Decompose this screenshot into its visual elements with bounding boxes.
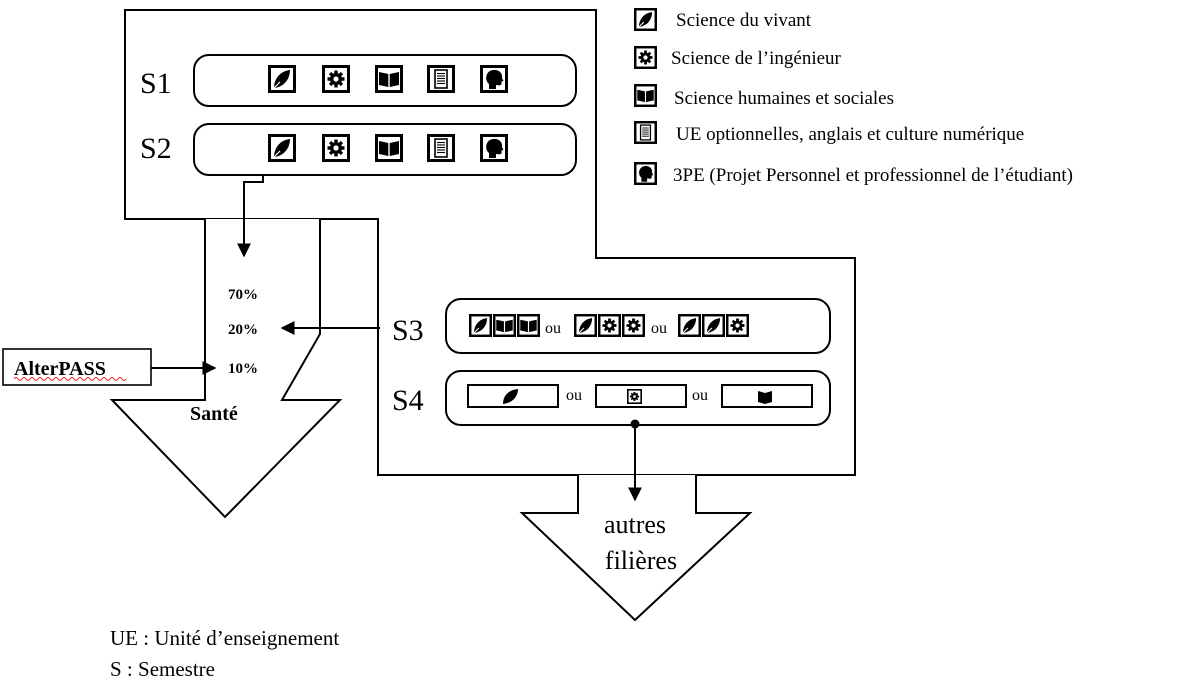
book-icon	[493, 314, 516, 337]
head-icon	[634, 162, 657, 185]
s2-to-sante-arrow	[237, 175, 264, 258]
head-icon	[480, 134, 508, 162]
semester-label-s4: S4	[392, 384, 424, 417]
alterpass-label: AlterPASS	[14, 358, 106, 380]
s4-option-book	[721, 384, 813, 408]
book-icon	[375, 134, 403, 162]
leaf-icon	[268, 134, 296, 162]
sante-percent-10: 10%	[228, 361, 258, 377]
gear-icon	[598, 314, 621, 337]
legend-label-life-science: Science du vivant	[676, 10, 812, 31]
book-icon	[634, 84, 657, 107]
gear-icon	[634, 46, 657, 69]
autres-label-line2: filières	[605, 546, 677, 575]
s4-or-1: ou	[566, 387, 582, 404]
leaf-icon	[678, 314, 701, 337]
leaf-icon	[503, 389, 518, 404]
leaf-icon	[268, 65, 296, 93]
leaf-icon	[702, 314, 725, 337]
s3-or-2: ou	[651, 320, 667, 337]
autres-arrow-shape	[519, 475, 753, 622]
document-icon	[634, 121, 657, 144]
sante-percent-20: 20%	[228, 322, 258, 338]
s3-or-1: ou	[545, 320, 561, 337]
semester-label-s3: S3	[392, 314, 424, 347]
book-icon	[517, 314, 540, 337]
footnote-s: S : Semestre	[110, 657, 215, 681]
legend-label-optional: UE optionnelles, anglais et culture numé…	[676, 124, 1024, 145]
gear-icon	[622, 314, 645, 337]
leaf-icon	[574, 314, 597, 337]
sante-label: Santé	[190, 403, 238, 425]
semester-label-s2: S2	[140, 132, 172, 165]
footnote-ue: UE : Unité d’enseignement	[110, 626, 339, 650]
leaf-icon	[634, 8, 657, 31]
s4-option-leaf	[467, 384, 559, 408]
alterpass-box	[2, 348, 152, 386]
gear-icon	[726, 314, 749, 337]
legend-label-humanities: Science humaines et sociales	[674, 88, 894, 109]
sante-percent-70: 70%	[228, 287, 258, 303]
s4-option-gear	[595, 384, 687, 408]
gear-icon	[627, 389, 642, 404]
document-icon	[427, 65, 455, 93]
legend-label-3pe: 3PE (Projet Personnel et professionnel d…	[673, 165, 1073, 186]
s4-or-2: ou	[692, 387, 708, 404]
sante-arrow-shape	[109, 219, 343, 519]
autres-label-line1: autres	[604, 510, 666, 539]
book-icon	[758, 391, 772, 404]
gear-icon	[322, 134, 350, 162]
legend-label-engineering: Science de l’ingénieur	[671, 48, 842, 69]
leaf-icon	[469, 314, 492, 337]
alterpass-spell-underline	[13, 377, 127, 381]
semester-label-s1: S1	[140, 67, 172, 100]
head-icon	[480, 65, 508, 93]
legend: Science du vivant Science de l’ingénieur…	[634, 8, 1073, 186]
book-icon	[375, 65, 403, 93]
document-icon	[427, 134, 455, 162]
gear-icon	[322, 65, 350, 93]
